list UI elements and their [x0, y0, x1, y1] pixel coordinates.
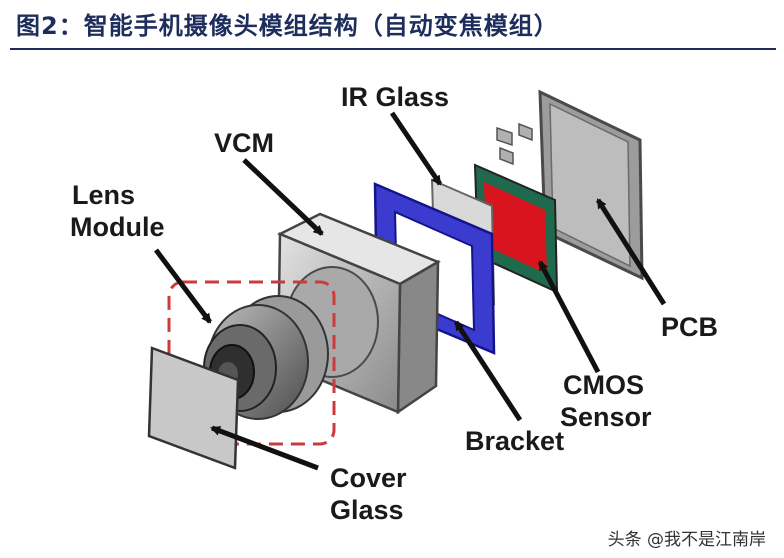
label-cmos-line2: Sensor — [560, 402, 652, 432]
arrow-bracket — [453, 320, 523, 422]
label-lens-line1: Lens — [72, 180, 135, 210]
label-cmos-line1: CMOS — [563, 370, 644, 400]
arrow-pcb — [595, 198, 667, 306]
arrow-lens-module — [154, 248, 212, 324]
label-ir-glass: IR Glass — [341, 82, 449, 112]
label-lens-line2: Module — [70, 212, 165, 242]
cover-glass-part — [147, 346, 240, 470]
arrow-vcm — [242, 158, 324, 236]
arrow-cmos-sensor — [537, 260, 601, 374]
title-underline — [10, 48, 776, 50]
label-pcb: PCB — [661, 312, 718, 342]
leader-arrows — [154, 111, 667, 471]
label-vcm: VCM — [214, 128, 274, 158]
label-bracket: Bracket — [465, 426, 564, 456]
label-cover-line2: Glass — [330, 495, 404, 525]
figure-title: 图2：智能手机摄像头模组结构（自动变焦模组） — [16, 12, 559, 40]
watermark: 头条 @我不是江南岸 — [607, 530, 766, 550]
arrow-cover-glass — [210, 425, 319, 471]
cmos-sensor-part — [473, 163, 559, 294]
label-cover-line1: Cover — [330, 463, 407, 493]
arrow-ir-glass — [389, 111, 443, 186]
